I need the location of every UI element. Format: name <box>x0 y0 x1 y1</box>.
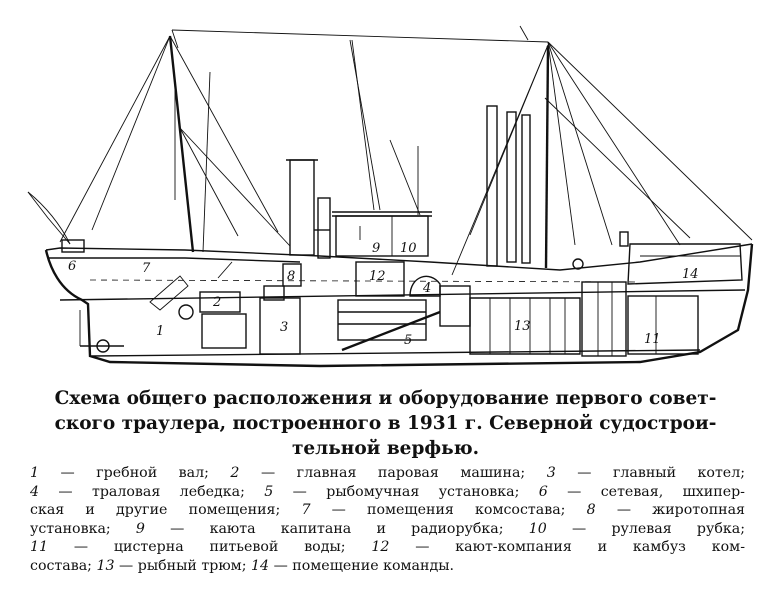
machinery <box>337 261 699 357</box>
callout-10: 10 <box>400 241 417 256</box>
trawler-layout-diagram: 9 10 <box>27 25 754 368</box>
legend-line: установка; 9 — каюта капитана и радиоруб… <box>30 520 746 537</box>
callout-4: 4 <box>422 281 431 296</box>
callout-13: 13 <box>514 319 531 334</box>
callout-14: 14 <box>682 267 699 282</box>
fore-deck <box>572 231 743 285</box>
callout-2: 2 <box>212 295 221 310</box>
callout-9: 9 <box>372 241 380 256</box>
legend-line: 1 — гребной вал; 2 — главная паровая маш… <box>30 465 745 481</box>
legend-line: 4 — траловая лебедка; 5 — рыбомучная уст… <box>30 483 745 500</box>
hull <box>44 243 754 368</box>
callouts: 1 2 3 4 5 6 7 8 11 12 13 14 <box>68 259 699 348</box>
figure-legend: 1 — гребной вал; 2 — главная паровая маш… <box>30 464 745 575</box>
bow-rigging <box>27 191 71 245</box>
funnel <box>286 159 331 259</box>
vent-pipes <box>486 105 531 267</box>
callout-8: 8 <box>287 269 295 284</box>
caption-line: ского траулера, построенного в 1931 г. С… <box>54 413 717 434</box>
legend-line: ская и другие помещения; 7 — помещения к… <box>30 502 746 518</box>
bridge-deckhouse: 9 10 <box>332 211 432 257</box>
callout-3: 3 <box>280 320 288 335</box>
legend-line: 11 — цистерна питьевой воды; 12 — кают-к… <box>30 539 745 555</box>
legend-line: состава; 13 — рыбный трюм; 14 — помещени… <box>30 557 454 574</box>
caption-line: Схема общего расположения и оборудование… <box>54 388 717 409</box>
rigging <box>59 25 753 276</box>
callout-12: 12 <box>369 269 386 284</box>
callout-7: 7 <box>142 261 151 276</box>
figure-caption: Схема общего расположения и оборудование… <box>25 386 746 461</box>
callout-5: 5 <box>404 333 412 348</box>
callout-1: 1 <box>156 324 164 339</box>
callout-6: 6 <box>68 259 76 274</box>
callout-11: 11 <box>644 332 661 347</box>
caption-line: тельной верфью. <box>291 438 480 459</box>
aft-deck <box>61 239 302 355</box>
